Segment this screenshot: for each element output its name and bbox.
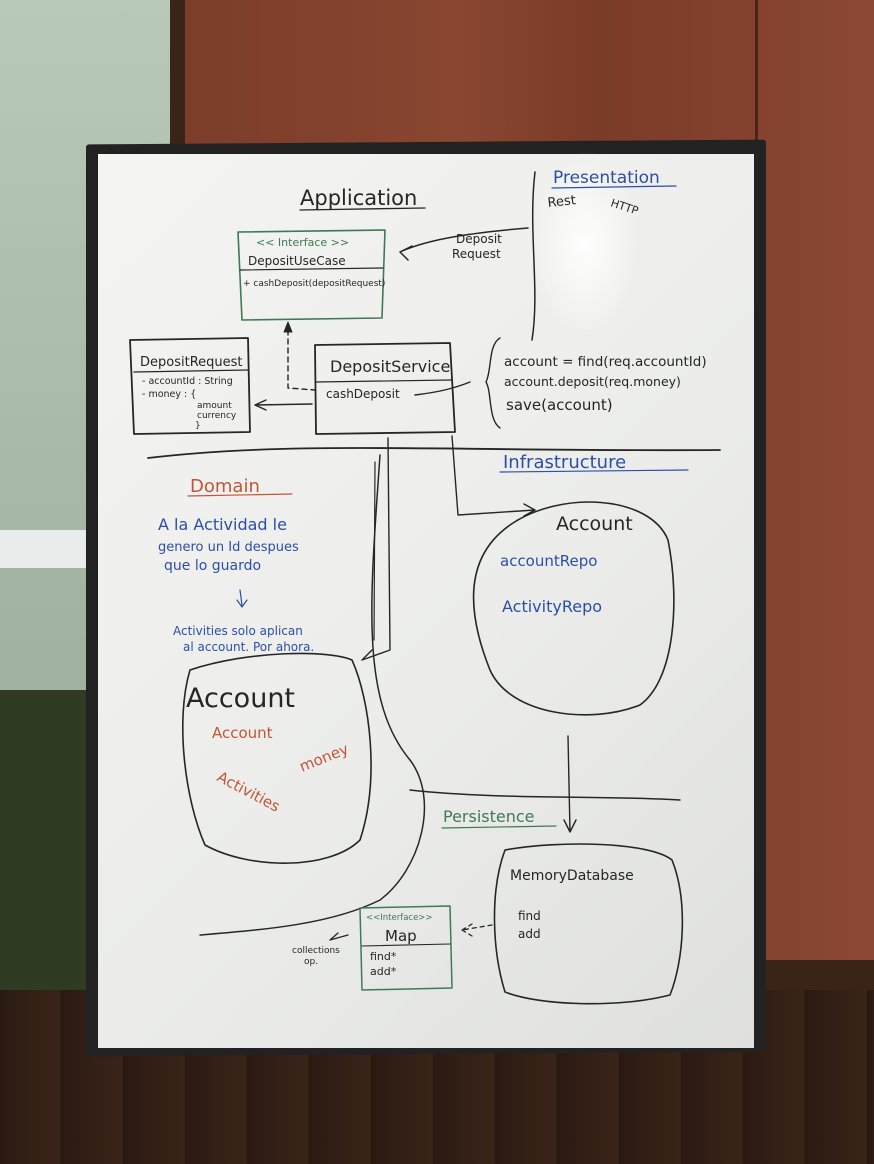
door-seam [755,0,758,150]
infrastructure-label: Infrastructure [503,452,626,473]
deposit-request-field-2: - money : { [142,389,196,400]
deposit-request-field-1: - accountId : String [142,376,233,387]
rest-label: Rest [547,193,577,211]
deposit-request-field-5: } [195,421,201,431]
map-to-collections-arrow [329,932,349,941]
deposit-request-field-3: amount [197,401,232,411]
domain-note-1: A la Actividad le [158,515,287,534]
deposit-request-arrow-label-2: Request [452,247,501,261]
activities-note-2: al account. Por ahora. [183,640,314,654]
memory-database-box [493,843,684,1005]
use-case-interface-box [237,229,386,321]
domain-label: Domain [190,476,260,497]
step-3: save(account) [506,396,613,414]
application-label: Application [300,186,417,210]
infra-repo-1: accountRepo [500,552,597,570]
step-1: account = find(req.accountId) [504,354,707,370]
memory-database-name: MemoryDatabase [510,868,634,884]
deposit-request-arrow-label-1: Deposit [456,232,502,246]
domain-divider [147,447,721,459]
collections-note-1: collections [292,946,340,956]
db-to-map-arrow [461,923,493,937]
implements-arrow [287,329,316,391]
note-arrow [236,589,248,608]
deposit-request-class-name: DepositRequest [140,355,243,370]
repo-to-db-arrow [563,735,577,833]
request-arrow [399,227,529,261]
persistence-label: Persistence [443,807,535,826]
interface-stereotype: << Interface >> [256,236,349,249]
domain-item-activities: Activities [214,768,283,816]
presentation-label: Presentation [553,168,660,188]
activities-note-1: Activities solo aplican [173,624,303,638]
memory-db-method-1: find [518,909,541,923]
map-interface-box [359,905,453,991]
domain-item-account: Account [212,724,273,742]
map-method-2: add* [370,965,397,978]
domain-note-3: que lo guardo [164,558,261,574]
map-name: Map [385,927,417,945]
domain-boundary [199,454,426,936]
domain-item-money: money [297,740,352,776]
deposit-service-name: DepositService [330,357,450,376]
use-case-method: + cashDeposit(depositRequest) [243,279,385,289]
map-stereotype: <<Interface>> [366,913,433,923]
infra-account-title: Account [556,513,633,535]
domain-account-blob [182,652,372,864]
collections-note-2: op. [304,957,318,967]
service-to-domain-arrow [361,437,391,661]
light-glare [530,150,640,340]
memory-db-method-2: add [518,927,541,941]
deposit-request-field-4: currency [197,411,237,421]
domain-account-title: Account [186,683,295,714]
service-to-steps-line [414,381,471,396]
use-case-name: DepositUseCase [248,254,346,268]
deposit-service-box [314,342,456,435]
step-2: account.deposit(req.money) [504,374,681,389]
infra-repo-2: ActivityRepo [502,597,602,616]
presentation-divider [531,171,536,341]
persistence-divider [409,789,681,801]
domain-note-2: genero un Id despues [158,540,299,555]
http-label: HTTP [609,196,640,217]
map-method-1: find* [370,950,397,963]
infra-account-blob [472,501,675,716]
deposit-service-method: cashDeposit [326,387,400,401]
deposit-request-box [129,337,251,435]
uses-request-arrow [254,399,313,411]
whiteboard [98,154,754,1048]
